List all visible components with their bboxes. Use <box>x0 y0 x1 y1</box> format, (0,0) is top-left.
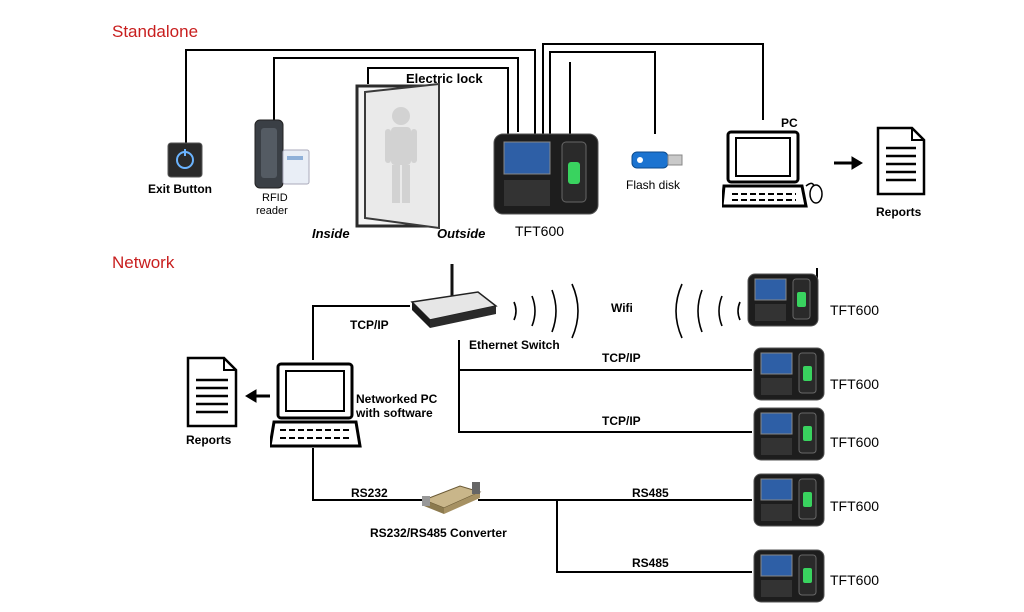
terminal-label-2: TFT600 <box>830 376 880 392</box>
rfid-reader-label-2: reader <box>256 205 288 217</box>
rs485-label-1: RS485 <box>632 486 669 500</box>
reports-label: Reports <box>876 205 922 219</box>
tcpip-pc-label: TCP/IP <box>350 318 389 332</box>
network-report-document-icon <box>186 356 238 428</box>
networked-pc-label-1: Networked PC <box>356 392 438 406</box>
terminal-icon-4 <box>752 472 826 528</box>
standalone-title: Standalone <box>112 22 199 41</box>
network-title: Network <box>112 253 175 272</box>
terminal-icon <box>492 132 600 216</box>
terminal-icon-2 <box>752 346 826 402</box>
report-document-icon <box>876 126 926 196</box>
flash-disk-icon <box>630 146 684 174</box>
door-icon <box>355 82 445 230</box>
exit-button-label: Exit Button <box>148 182 212 196</box>
terminal-label-1: TFT600 <box>830 302 880 318</box>
exit-button-icon <box>167 142 203 178</box>
rfid-reader-label-1: RFID <box>262 192 288 204</box>
ethernet-switch-label: Ethernet Switch <box>469 338 560 352</box>
networked-pc-icon <box>270 362 362 448</box>
rs232-label: RS232 <box>351 486 388 500</box>
terminal-icon-5 <box>752 548 826 604</box>
computer-icon <box>722 130 832 210</box>
wifi-label: Wifi <box>611 301 633 315</box>
terminal-label: TFT600 <box>515 223 565 239</box>
pc-label: PC <box>781 116 798 130</box>
tcpip-label-1: TCP/IP <box>602 351 641 365</box>
networked-pc-label-2: with software <box>356 406 433 420</box>
terminal-icon-3 <box>752 406 826 462</box>
converter-label: RS232/RS485 Converter <box>370 526 507 540</box>
inside-label: Inside <box>312 226 350 241</box>
flash-disk-label: Flash disk <box>626 178 681 192</box>
terminal-label-3: TFT600 <box>830 434 880 450</box>
network-reports-label: Reports <box>186 433 232 447</box>
wifi-terminal-icon <box>746 272 820 328</box>
rs485-label-2: RS485 <box>632 556 669 570</box>
outside-label: Outside <box>437 226 486 241</box>
ethernet-switch-icon <box>408 262 498 338</box>
rfid-reader-icon <box>253 118 313 192</box>
electric-lock-label: Electric lock <box>406 71 483 86</box>
terminal-label-5: TFT600 <box>830 572 880 588</box>
tcpip-label-2: TCP/IP <box>602 414 641 428</box>
terminal-label-4: TFT600 <box>830 498 880 514</box>
converter-icon <box>420 478 484 518</box>
